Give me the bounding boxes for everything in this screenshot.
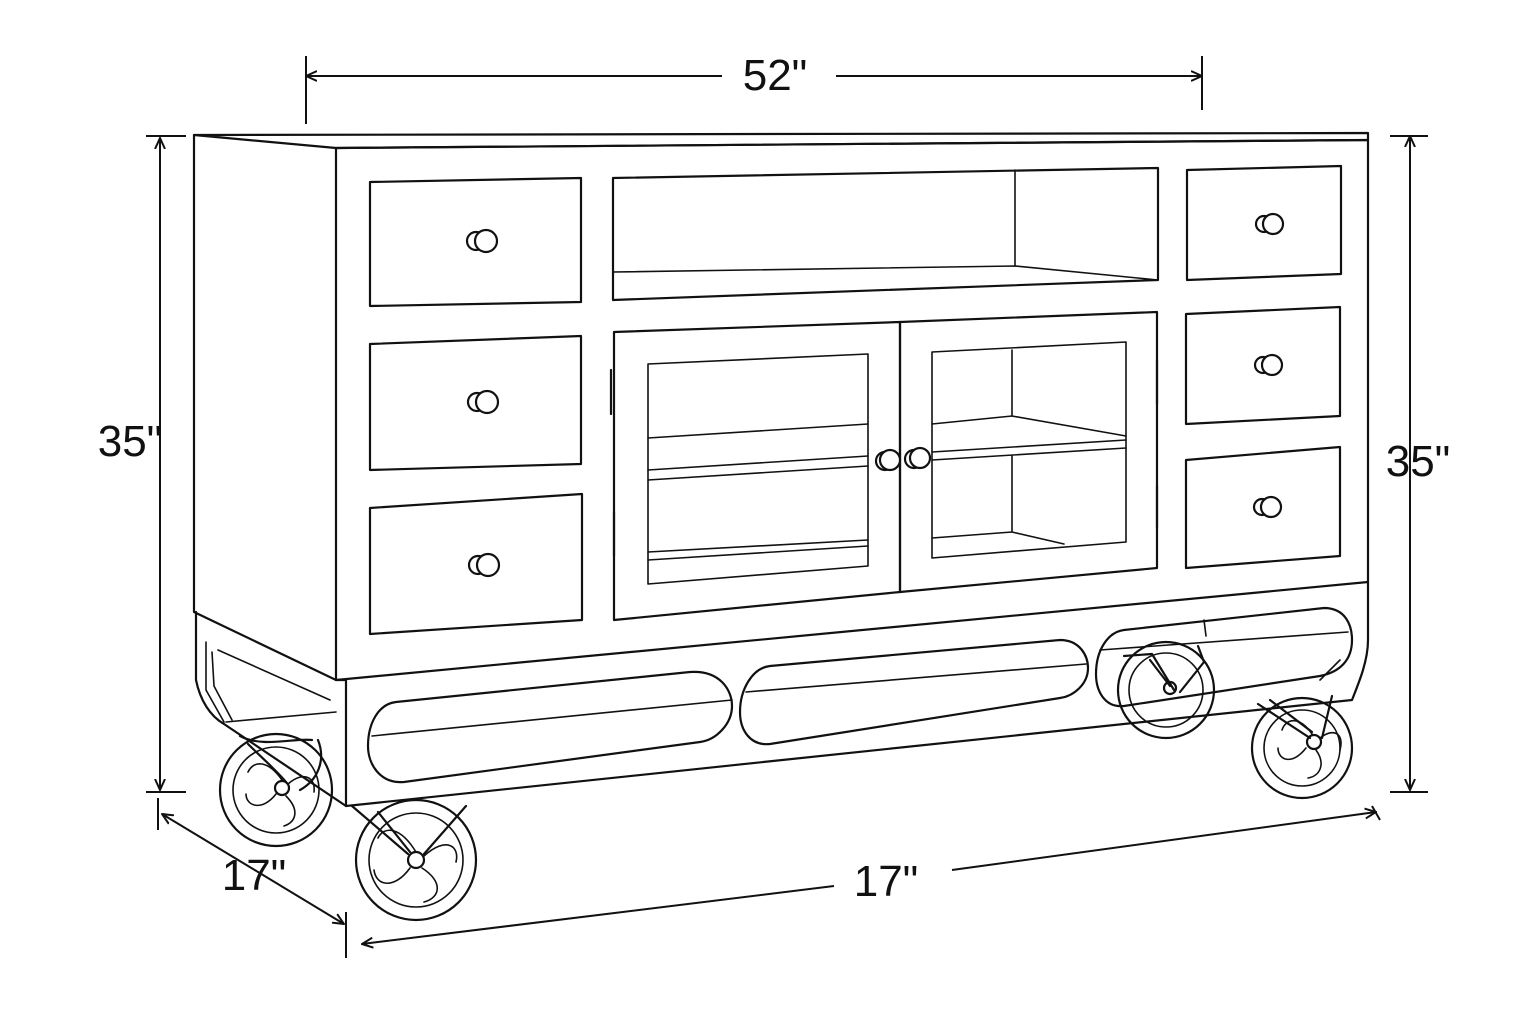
knob-icon <box>466 389 500 415</box>
glass-doors <box>609 310 1159 622</box>
dim-depth-line <box>162 814 344 924</box>
cabinet-body <box>192 131 1370 682</box>
label-bottom-width: 17" <box>854 857 919 906</box>
label-depth: 17" <box>222 851 287 900</box>
knob-icon <box>467 552 501 578</box>
cabinet-front <box>334 138 1370 682</box>
wheel-back-right <box>1116 640 1216 740</box>
cart-base <box>194 580 1370 808</box>
drawer-right-2 <box>1184 305 1342 426</box>
drawer-left-2 <box>368 334 583 472</box>
dimension-labels: 52" 35" 35" 17" 17" <box>98 51 1451 906</box>
right-drawers <box>1184 164 1343 570</box>
cutout-middle <box>738 638 1090 746</box>
left-drawers <box>368 176 584 636</box>
drawer-left-1 <box>368 176 583 308</box>
drawer-right-1 <box>1185 164 1343 282</box>
glass-pane-right <box>931 341 1127 559</box>
cutout-right <box>1094 606 1354 708</box>
glass-pane-left <box>647 353 869 585</box>
knob-icon <box>903 446 932 470</box>
label-right-height: 35" <box>1386 437 1451 486</box>
label-left-height: 35" <box>98 417 163 466</box>
cabinet-left-side <box>192 133 338 682</box>
wheel-front-left <box>350 798 478 922</box>
knob-icon <box>1253 353 1284 377</box>
label-top-width: 52" <box>743 51 808 100</box>
open-shelf <box>611 166 1160 302</box>
drawer-right-3 <box>1184 445 1342 570</box>
base-front-rail <box>344 580 1370 808</box>
drawer-left-3 <box>368 492 584 636</box>
knob-icon <box>465 228 499 254</box>
wheel-front-right <box>1250 694 1354 800</box>
door-right <box>898 310 1159 594</box>
base-left-frame <box>194 610 348 808</box>
cutout-left <box>366 670 734 784</box>
dim-bottom-width-line-left <box>362 885 835 944</box>
dimension-lines <box>146 56 1428 958</box>
dim-bottom-width-line-right <box>951 812 1376 871</box>
knob-icon <box>874 448 902 472</box>
knob-icon <box>1254 212 1285 236</box>
knob-icon <box>1252 495 1283 519</box>
wheel-back-left <box>218 732 334 848</box>
